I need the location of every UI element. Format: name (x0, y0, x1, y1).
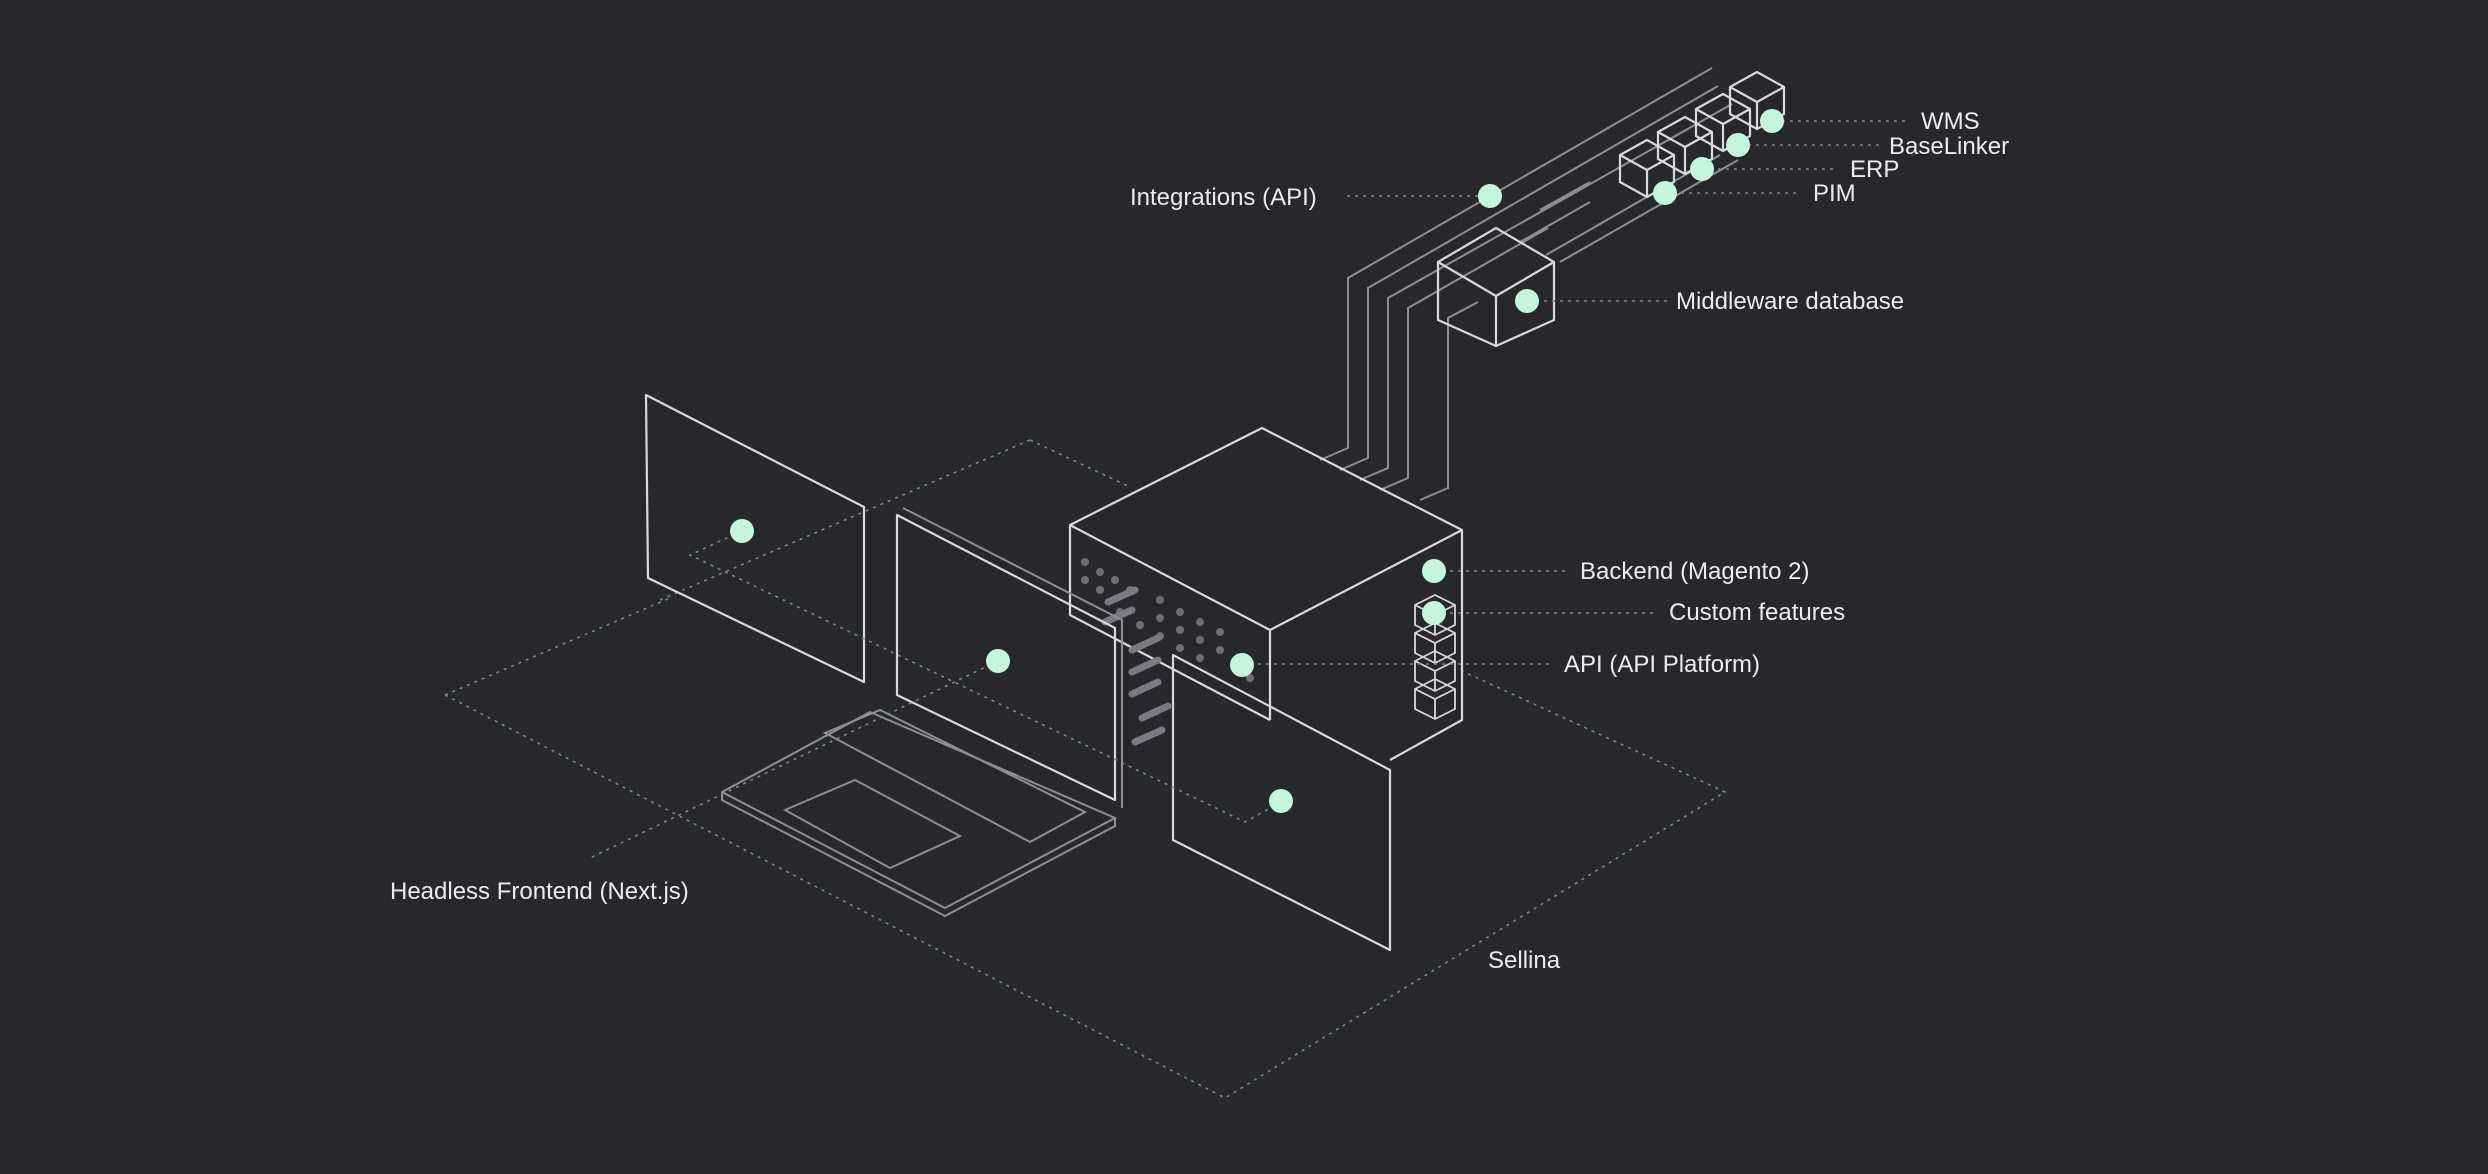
marker-integrations[interactable] (1478, 184, 1502, 208)
marker-erp[interactable] (1690, 157, 1714, 181)
label-frontend: Headless Frontend (Next.js) (390, 878, 689, 905)
integration-pipes (1319, 67, 1739, 501)
label-custom-features: Custom features (1669, 599, 1845, 626)
backend-server (1068, 426, 1464, 761)
custom-features-stack (1414, 594, 1456, 720)
marker-baselinker[interactable] (1726, 133, 1750, 157)
marker-pim[interactable] (1653, 181, 1677, 205)
middleware-database-cube (1436, 226, 1556, 348)
laptop (721, 507, 1123, 918)
label-middleware: Middleware database (1676, 288, 1904, 315)
marker-frontend-panel-right[interactable] (1269, 789, 1293, 813)
marker-custom-features[interactable] (1422, 601, 1446, 625)
marker-frontend-panel-left[interactable] (730, 519, 754, 543)
label-integrations: Integrations (API) (1130, 184, 1317, 211)
marker-frontend-laptop[interactable] (986, 649, 1010, 673)
label-pim: PIM (1813, 180, 1856, 207)
marker-wms[interactable] (1760, 109, 1784, 133)
leader-lines (589, 120, 1910, 859)
label-platform: Sellina (1488, 947, 1561, 974)
marker-api[interactable] (1230, 653, 1254, 677)
label-wms: WMS (1921, 108, 1980, 135)
marker-middleware[interactable] (1515, 289, 1539, 313)
label-api: API (API Platform) (1564, 651, 1760, 678)
platform-floor (444, 439, 1727, 1099)
server-inner-rods (1101, 586, 1172, 746)
label-backend: Backend (Magento 2) (1580, 558, 1809, 585)
label-erp: ERP (1850, 156, 1899, 183)
integration-cube-baselinker (1694, 92, 1752, 153)
integration-cube-wms (1728, 70, 1786, 131)
integration-cube-erp (1656, 115, 1714, 176)
server-vents (1081, 558, 1254, 682)
label-baselinker: BaseLinker (1889, 133, 2009, 160)
marker-dots (730, 109, 1784, 813)
marker-backend[interactable] (1422, 559, 1446, 583)
labels: Integrations (API) WMS BaseLinker ERP PI… (390, 108, 2009, 974)
integration-cube-pim (1618, 138, 1676, 199)
frontend-panel-right (1171, 653, 1392, 952)
frontend-panel-left (644, 393, 866, 684)
